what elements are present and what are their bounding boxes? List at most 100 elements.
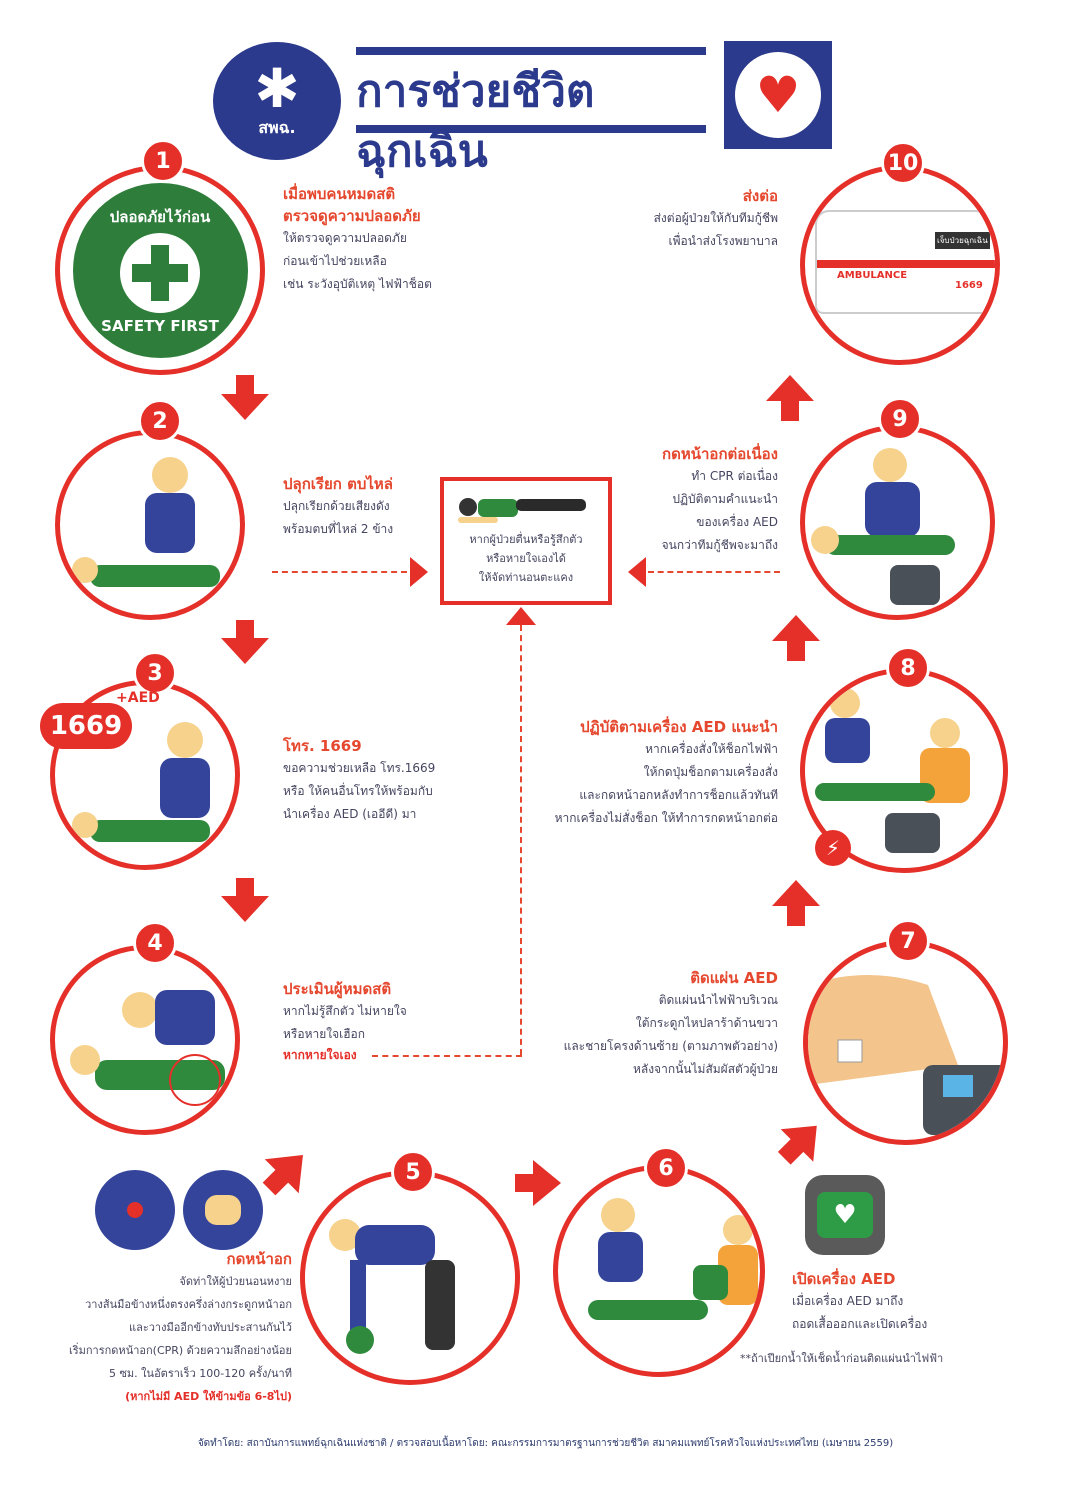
arrow-up-icon [772,615,820,661]
step-3-number: 3 [133,651,177,695]
step-line: ให้กดปุ่มช็อกตามเครื่องสั่ง [643,765,778,779]
dashed-line-step4 [520,625,522,1055]
step-7-text: ติดแผ่น AED ติดแผ่นนำไฟฟ้าบริเวณ ใต้กระด… [540,967,778,1081]
recovery-position-figure [458,498,586,523]
step-7-number: 7 [886,919,930,963]
arrow-up-icon [766,375,814,421]
step-title: ตรวจดูความปลอดภัย [283,207,421,225]
step-line: นำเครื่อง AED (เออีดี) มา [283,807,417,821]
step-line: หากเครื่องไม่สั่งช็อก ให้ทำการกดหน้าอกต่… [554,811,778,825]
arrow-up-icon [772,880,820,926]
step-9-illustration [800,425,995,620]
step-5-text: กดหน้าอก จัดท่าให้ผู้ป่วยนอนหงาย วางส้นม… [30,1248,292,1408]
step-line: จนกว่าทีมกู้ชีพจะมาถึง [661,538,778,552]
step-2-number: 2 [138,399,182,443]
step-1-number: 1 [141,139,185,183]
dashed-line-step9 [648,571,780,573]
arrow-1-to-2 [236,375,254,395]
step-line: จัดท่าให้ผู้ป่วยนอนหงาย [179,1275,292,1288]
step-2-text: ปลุกเรียก ตบไหล่ ปลุกเรียกด้วยเสียงดัง พ… [283,473,443,541]
ambulance-label: AMBULANCE [837,270,908,281]
step-line: และกดหน้าอกหลังทำการช็อกแล้วทันที [579,788,778,802]
arrow-left-icon [628,557,646,587]
step-title: ปลุกเรียก ตบไหล่ [283,475,393,493]
step-line: ให้ตรวจดูความปลอดภัย [283,231,407,245]
step-6-text: เปิดเครื่อง AED เมื่อเครื่อง AED มาถึง ถ… [792,1268,992,1336]
recovery-line: ให้จัดท่านอนตะแคง [478,571,574,584]
logo-abbr: สพฉ. [258,117,296,137]
step-9-text: กดหน้าอกต่อเนื่อง ทำ CPR ต่อเนื่อง ปฏิบั… [620,443,778,557]
step-line: ปฏิบัติตามคำแนะนำ [672,492,778,506]
ambulance-sign: เจ็บป่วยฉุกเฉิน [935,232,990,249]
step-line: ขอความช่วยเหลือ โทร.1669 [283,761,436,775]
title-rule-bottom [356,125,706,133]
niem-logo: ✱ สพฉ. [213,42,341,160]
heart-icon: ♥ [755,66,801,124]
aed-device-icon: ♥ [805,1175,885,1255]
step-line: หากไม่รู้สึกตัว ไม่หายใจ [283,1004,407,1018]
step-6-note: **ถ้าเปียกน้ำให้เช็ดน้ำก่อนติดแผ่นนำไฟฟ้… [740,1352,944,1365]
step-8-number: 8 [886,646,930,690]
step-line: และวางมืออีกข้างทับประสานกันไว้ [129,1321,292,1334]
ambulance: AMBULANCE เจ็บป่วยฉุกเฉิน 1669 [815,210,995,314]
step-10-text: ส่งต่อ ส่งต่อผู้ป่วยให้กับทีมกู้ชีพ เพื่… [560,185,778,253]
step-line: หลังจากนั้นไม่สัมผัสตัวผู้ป่วย [632,1062,778,1076]
step-3-text: โทร. 1669 ขอความช่วยเหลือ โทร.1669 หรือ … [283,735,503,826]
arrow-down-icon [221,896,269,922]
star-of-life-icon: ✱ [254,56,300,120]
step-5-illustration [300,1170,520,1385]
arrow-down-icon [221,638,269,664]
step-6-number: 6 [644,1146,688,1190]
recovery-line: หากผู้ป่วยตื่นหรือรู้สึกตัว [469,533,583,546]
step-line: 5 ซม. ในอัตราเร็ว 100-120 ครั้ง/นาที [108,1367,292,1380]
step-10-number: 10 [881,141,925,185]
step-title: ส่งต่อ [742,187,778,205]
step-line: ทำ CPR ต่อเนื่อง [691,469,778,483]
recovery-line: หรือหายใจเองได้ [486,552,566,565]
step-line: ของเครื่อง AED [696,515,778,529]
dashed-line-step2 [272,571,407,573]
step-8-text: ปฏิบัติตามเครื่อง AED แนะนำ หากเครื่องสั… [530,716,778,830]
step-line: ถอดเสื้อออกและเปิดเครื่อง [792,1317,928,1331]
step-line: เช่น ระวังอุบัติเหตุ ไฟฟ้าช็อต [283,277,432,291]
step-line: หากเครื่องสั่งให้ช็อกไฟฟ้า [645,742,778,756]
step-line: เมื่อเครื่อง AED มาถึง [792,1294,904,1308]
step-line: ติดแผ่นนำไฟฟ้าบริเวณ [658,993,778,1007]
step-line: ส่งต่อผู้ป่วยให้กับทีมกู้ชีพ [653,211,778,225]
arrow-3-to-4 [236,878,254,898]
step-line: เพื่อนำส่งโรงพยาบาล [668,234,778,248]
step-10-illustration: AMBULANCE เจ็บป่วยฉุกเฉิน 1669 [800,165,1000,365]
shock-button-icon: ⚡ [815,830,851,866]
step-line: เริ่มการกดหน้าอก(CPR) ด้วยความลึกอย่างน้… [68,1344,292,1357]
recovery-position-box: หากผู้ป่วยตื่นหรือรู้สึกตัว หรือหายใจเอง… [440,477,612,605]
ambulance-phone: 1669 [955,280,983,291]
step-line: ใต้กระดูกไหปลาร้าด้านขวา [635,1016,778,1030]
badge-text-th: ปลอดภัยไว้ก่อน [109,208,211,226]
step-line: ปลุกเรียกด้วยเสียงดัง [283,499,390,513]
page-title: การช่วยชีวิตฉุกเฉิน [356,66,595,177]
step-5-number: 5 [391,1150,435,1194]
step-title: โทร. 1669 [283,737,362,755]
step-title: ปฏิบัติตามเครื่อง AED แนะนำ [580,718,778,736]
step-2-illustration [55,430,245,620]
step-4-text: ประเมินผู้หมดสติ หากไม่รู้สึกตัว ไม่หายใ… [283,978,483,1064]
safety-first-badge: ปลอดภัยไว้ก่อน SAFETY FIRST [72,182,248,358]
step-4-illustration [50,945,240,1135]
step-red-line: (หากไม่มี AED ให้ข้ามข้อ 6-8ไป) [125,1390,292,1403]
dashed-line-step4-h [372,1055,522,1057]
step-line: หรือ ให้คนอื่นโทรให้พร้อมกับ [283,784,433,798]
arrow-2-to-3 [236,620,254,640]
footer-credits: จัดทำโดย: สถาบันการแพทย์ฉุกเฉินแห่งชาติ … [197,1438,894,1449]
call-1669-bubble: 1669 [40,703,132,749]
title-rule-top [356,47,706,55]
step-title: ติดแผ่น AED [690,969,778,987]
green-cross-icon [120,233,200,313]
step-line: พร้อมตบที่ไหล่ 2 ข้าง [283,522,394,536]
badge-text-en: SAFETY FIRST [101,317,219,335]
step-6-illustration [553,1165,765,1377]
aed-label: +AED [116,690,160,706]
chest-landmark-icons [95,1170,265,1250]
step-line: ก่อนเข้าไปช่วยเหลือ [283,254,387,268]
step-title: กดหน้าอก [226,1250,292,1268]
step-title: เมื่อพบคนหมดสติ [283,185,396,203]
